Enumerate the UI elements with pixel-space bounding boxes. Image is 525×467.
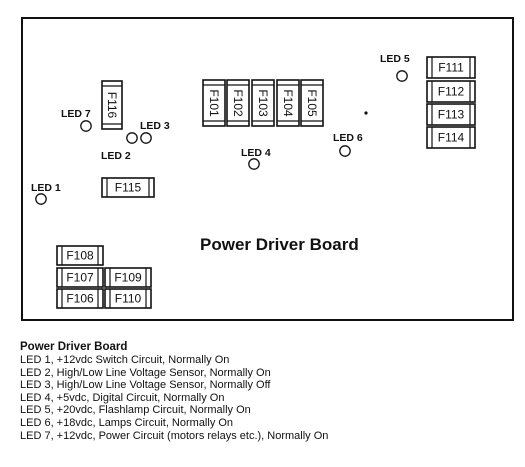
fuse-label: F111 xyxy=(438,61,464,75)
fuse-body xyxy=(104,267,152,288)
fuse-body xyxy=(101,177,155,198)
led-label: LED 1 xyxy=(31,182,61,194)
fuse-body xyxy=(56,245,104,266)
fuse-label: F102 xyxy=(231,89,245,117)
fuse-body xyxy=(56,267,104,288)
fuse-f116: F116 xyxy=(101,80,123,130)
led-indicator xyxy=(80,120,92,132)
legend-item: LED 2, High/Low Line Voltage Sensor, Nor… xyxy=(20,366,271,379)
fuse-label: F104 xyxy=(281,89,295,117)
fuse-label: F108 xyxy=(66,249,94,263)
fuse-f111: F111 xyxy=(426,56,476,79)
legend-list: LED 1, +12vdc Switch Circuit, Normally O… xyxy=(20,354,515,442)
fuse-f104: F104 xyxy=(276,79,300,127)
fuse-body xyxy=(104,288,152,309)
fuse-body xyxy=(276,79,300,127)
led-label: LED 3 xyxy=(140,120,170,132)
fuse-label: F113 xyxy=(438,108,465,122)
fuse-label: F109 xyxy=(114,271,142,285)
led7: LED 7 xyxy=(61,108,92,132)
fuse-body xyxy=(101,80,123,130)
fuse-body xyxy=(251,79,275,127)
fuse-label: F110 xyxy=(115,292,142,306)
led-indicator xyxy=(126,132,138,144)
fuse-label: F106 xyxy=(66,292,94,306)
legend-item: LED 7, +12vdc, Power Circuit (motors rel… xyxy=(20,429,329,442)
legend: Power Driver Board LED 1, +12vdc Switch … xyxy=(20,341,515,442)
led-indicator xyxy=(339,145,351,157)
led6: LED 6 xyxy=(333,132,363,157)
fuse-f102: F102 xyxy=(226,79,250,127)
board-outline xyxy=(21,17,514,321)
led-indicator xyxy=(140,132,152,144)
fuse-label: F107 xyxy=(66,271,94,285)
fuse-f106: F106 xyxy=(56,288,104,309)
led-label: LED 6 xyxy=(333,132,363,144)
fuse-f114: F114 xyxy=(426,126,476,149)
marker-dot xyxy=(364,111,368,115)
fuse-label: F112 xyxy=(438,85,465,99)
legend-item: LED 1, +12vdc Switch Circuit, Normally O… xyxy=(20,354,230,366)
led5: LED 5 xyxy=(380,53,410,82)
led-label: LED 4 xyxy=(241,147,271,159)
led-layer: LED 1 LED 2 LED 3 LED 4 LED 5 LED 6 LED 7 xyxy=(31,53,410,205)
fuse-body xyxy=(426,80,476,103)
fuse-body xyxy=(202,79,226,127)
fuse-body xyxy=(226,79,250,127)
fuse-f105: F105 xyxy=(300,79,324,127)
led2: LED 2 xyxy=(101,132,138,162)
led-indicator xyxy=(396,70,408,82)
fuse-f113: F113 xyxy=(426,103,476,126)
fuse-label: F114 xyxy=(438,131,465,145)
fuse-f107: F107 xyxy=(56,267,104,288)
fuse-body xyxy=(300,79,324,127)
fuse-f108: F108 xyxy=(56,245,104,266)
fuse-label: F115 xyxy=(115,181,142,195)
led3: LED 3 xyxy=(140,120,170,144)
fuse-label: F101 xyxy=(207,89,221,117)
led1: LED 1 xyxy=(31,182,61,205)
fuse-body xyxy=(426,126,476,149)
board-title: Power Driver Board xyxy=(200,235,359,254)
fuse-f110: F110 xyxy=(104,288,152,309)
fuse-layer: F101 F102 F103 F104 F105 F116 F111F112F113F114… xyxy=(56,56,476,309)
legend-item: LED 4, +5vdc, Digital Circuit, Normally … xyxy=(20,391,225,404)
fuse-f112: F112 xyxy=(426,80,476,103)
led-label: LED 7 xyxy=(61,108,91,120)
fuse-body xyxy=(56,288,104,309)
legend-item: LED 5, +20vdc, Flashlamp Circuit, Normal… xyxy=(20,404,251,417)
board-diagram: F101 F102 F103 F104 F105 F116 F111F112F113F114… xyxy=(21,17,514,321)
fuse-f109: F109 xyxy=(104,267,152,288)
fuse-f101: F101 xyxy=(202,79,226,127)
fuse-f115: F115 xyxy=(101,177,155,198)
led-label: LED 2 xyxy=(101,150,131,162)
led-indicator xyxy=(35,193,47,205)
legend-item: LED 3, High/Low Line Voltage Sensor, Nor… xyxy=(20,379,271,392)
fuse-body xyxy=(426,103,476,126)
led-indicator xyxy=(248,158,260,170)
fuse-f103: F103 xyxy=(251,79,275,127)
legend-title: Power Driver Board xyxy=(20,341,128,353)
fuse-body xyxy=(426,56,476,79)
fuse-label: F103 xyxy=(256,89,270,117)
fuse-label: F116 xyxy=(105,92,119,119)
led-label: LED 5 xyxy=(380,53,410,65)
led4: LED 4 xyxy=(241,147,271,170)
legend-item: LED 6, +18vdc, Lamps Circuit, Normally O… xyxy=(20,416,234,429)
fuse-label: F105 xyxy=(305,89,319,117)
